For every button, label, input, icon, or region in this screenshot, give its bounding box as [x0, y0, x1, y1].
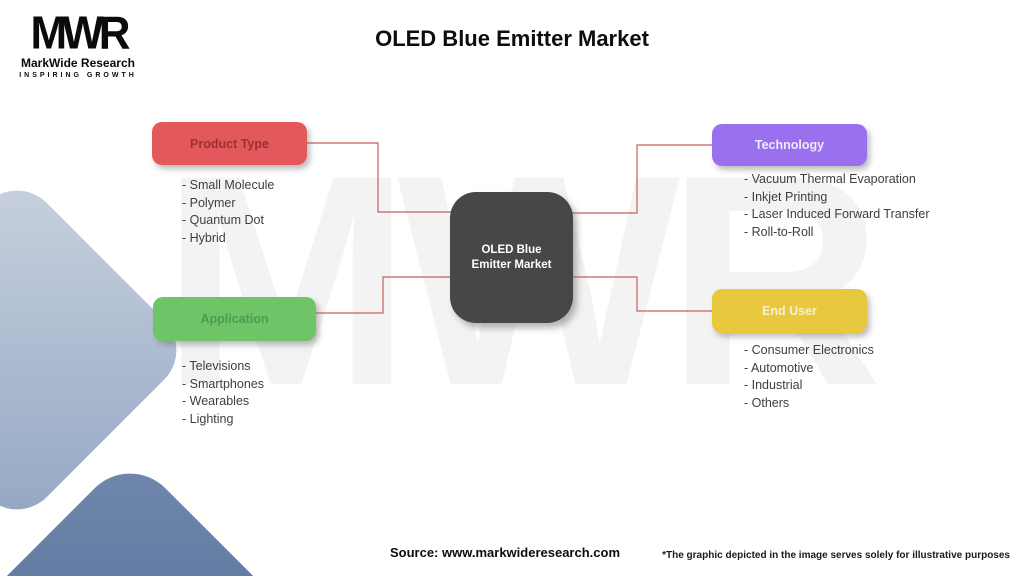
list-item: - Smartphones	[182, 376, 264, 391]
connector-product-type	[307, 142, 452, 213]
list-item: - Quantum Dot	[182, 213, 264, 227]
branch-label-application: Application	[200, 312, 269, 326]
list-item: - Wearables	[182, 394, 250, 408]
list-item: - Consumer Electronics	[744, 343, 874, 357]
center-node: OLED Blue Emitter Market	[450, 192, 573, 323]
source-label: Source:	[389, 545, 439, 560]
source-url: www.markwideresearch.com	[442, 545, 621, 560]
list-item: - Small Molecule	[182, 178, 275, 192]
disclaimer-text: *The graphic depicted in the image serve…	[662, 550, 1010, 561]
list-item: - Laser Induced Forward Transfer	[744, 207, 930, 221]
branch-box-product-type: Product Type	[152, 122, 307, 165]
list-item: - Industrial	[744, 378, 803, 392]
source-line: Source: www.markwideresearch.com	[0, 545, 1010, 560]
branch-box-end-user: End User	[712, 289, 867, 333]
list-item: - Polymer	[182, 195, 236, 210]
branch-label-end-user: End User	[762, 304, 817, 318]
list-item: - Lighting	[182, 411, 234, 426]
logo-acronym: MWR	[30, 7, 131, 60]
connector-technology	[571, 144, 714, 214]
list-item: - Others	[744, 395, 790, 410]
list-item: - Automotive	[744, 360, 814, 375]
list-item: - Roll-to-Roll	[744, 224, 814, 239]
connector-application	[316, 276, 452, 314]
branch-label-product-type: Product Type	[190, 136, 269, 151]
list-item: - Inkjet Printing	[744, 189, 828, 204]
branch-box-application: Application	[153, 297, 316, 341]
branch-label-technology: Technology	[754, 138, 825, 152]
page-title: OLED Blue Emitter Market	[375, 26, 649, 51]
list-item: - Televisions	[182, 359, 251, 373]
list-item: - Vacuum Thermal Evaporation	[744, 172, 916, 186]
logo-tagline: Inspiring Growth	[19, 72, 137, 79]
connector-end-user	[571, 276, 714, 312]
branch-box-technology: Technology	[712, 124, 867, 166]
markwide-logo: MWR MarkWide Research Inspiring Growth	[18, 7, 138, 79]
center-node-label: OLED Blue Emitter Market	[471, 243, 552, 271]
branch-list-technology: - Vacuum Thermal Evaporation - Inkjet Pr…	[744, 171, 930, 241]
list-item: - Hybrid	[182, 230, 226, 245]
logo-name: MarkWide Research	[21, 56, 135, 70]
branch-list-application: - Televisions - Smartphones - Wearables …	[182, 358, 264, 428]
branch-list-product-type: - Small Molecule - Polymer - Quantum Dot…	[182, 177, 274, 247]
branch-list-end-user: - Consumer Electronics - Automotive - In…	[744, 342, 874, 412]
